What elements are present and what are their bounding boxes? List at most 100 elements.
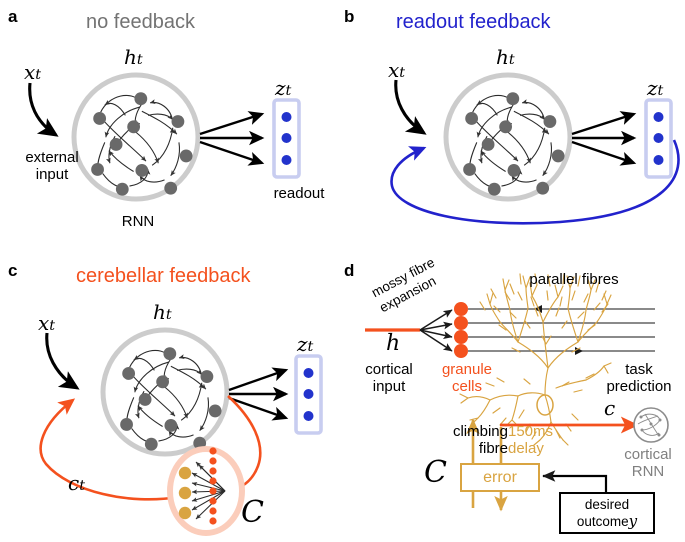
cortical-input-symbol-d: h bbox=[386, 331, 401, 356]
output-label-c: zt bbox=[297, 334, 313, 354]
parallel-fibres-d bbox=[468, 308, 655, 352]
output-label-c-base: z bbox=[297, 332, 308, 356]
external-input-arrow-b bbox=[394, 79, 427, 135]
panel-b-graphics bbox=[390, 72, 680, 225]
panel-letter-b: b bbox=[344, 7, 355, 26]
cerebellar-feedback-label-c-sub: t bbox=[79, 478, 85, 494]
delay-line1-d: 150ms bbox=[508, 423, 554, 440]
rnn-circle-b bbox=[443, 72, 573, 202]
rnn-label-a: RNN bbox=[121, 213, 155, 230]
hidden-label-b: ht bbox=[496, 47, 515, 67]
cortical-rnn-nodes-d bbox=[639, 415, 662, 437]
prediction-symbol-d: c bbox=[604, 396, 616, 420]
desired-line2-text-d: outcome bbox=[576, 514, 629, 530]
input-label-b: xt bbox=[388, 60, 405, 80]
output-label-b-sub: t bbox=[657, 83, 664, 99]
desired-outcome-arrow-d bbox=[542, 470, 608, 495]
cortical-rnn-line1-d: cortical bbox=[624, 446, 672, 463]
output-label-a-sub: t bbox=[285, 83, 292, 99]
output-label-a-base: z bbox=[275, 76, 286, 100]
cerebellum-granule-dots-c bbox=[209, 447, 217, 525]
panel-letter-a: a bbox=[8, 7, 18, 26]
granule-line2-d: cells bbox=[451, 377, 482, 395]
external-input-arrow-c bbox=[45, 332, 80, 390]
desired-line1-d: desired bbox=[584, 497, 630, 513]
hidden-label-b-base: h bbox=[496, 45, 509, 69]
readout-label-a: readout bbox=[273, 185, 325, 202]
readout-dots-b bbox=[653, 112, 664, 165]
error-box-label-d: error bbox=[483, 468, 517, 486]
input-label-a-sub: t bbox=[35, 67, 42, 83]
hidden-label-a-sub: t bbox=[136, 52, 143, 68]
readout-arrows-a bbox=[199, 111, 265, 166]
hidden-label-c: ht bbox=[153, 302, 172, 322]
external-input-line2-a: input bbox=[35, 165, 69, 183]
cortical-input-line1-d: cortical bbox=[365, 361, 413, 378]
granule-line1-d: granule bbox=[441, 361, 493, 378]
cerebellum-symbol-c: C bbox=[241, 495, 264, 530]
cerebellum-purkinje-cells-c bbox=[178, 466, 192, 520]
climbing-fibre-label-d: climbing fibre bbox=[420, 423, 508, 458]
input-label-c-base: x bbox=[38, 311, 50, 335]
hidden-label-b-sub: t bbox=[508, 52, 515, 68]
panel-c-title: cerebellar feedback bbox=[76, 265, 251, 287]
readout-arrows-b bbox=[571, 111, 637, 166]
panel-c-graphics bbox=[39, 327, 323, 536]
cortical-rnn-line2-d: RNN bbox=[631, 462, 665, 480]
panel-a-graphics bbox=[28, 72, 301, 202]
delay-label-d: 150ms delay bbox=[508, 423, 576, 458]
cortical-rnn-internal-d bbox=[637, 413, 661, 437]
output-label-a: zt bbox=[275, 78, 291, 98]
external-input-label-a: external input bbox=[4, 149, 100, 184]
parallel-fibres-label-d: parallel fibres bbox=[529, 271, 619, 288]
hidden-label-c-base: h bbox=[153, 300, 166, 324]
hidden-label-c-sub: t bbox=[165, 307, 172, 323]
input-label-a: xt bbox=[24, 62, 41, 82]
readout-dots-c bbox=[303, 368, 314, 421]
cerebellum-symbol-d: C bbox=[424, 455, 447, 490]
desired-line2-d: outcomey bbox=[577, 513, 637, 530]
task-prediction-line1-d: task bbox=[625, 361, 653, 378]
desired-outcome-box-d: desired outcomey bbox=[559, 492, 655, 534]
input-label-c-sub: t bbox=[49, 318, 56, 334]
panel-letter-d: d bbox=[344, 261, 355, 280]
rnn-circle-c bbox=[100, 327, 230, 457]
hidden-label-a-base: h bbox=[124, 45, 137, 69]
parallel-fibre-synapses-d bbox=[534, 305, 583, 355]
task-prediction-label-d: task prediction bbox=[595, 361, 683, 396]
output-label-c-sub: t bbox=[307, 339, 314, 355]
climbing-fibre-line2-d: fibre bbox=[478, 439, 508, 457]
hidden-label-a: ht bbox=[124, 47, 143, 67]
cortical-input-label-d: cortical input bbox=[350, 361, 428, 396]
panel-letter-c: c bbox=[8, 261, 18, 280]
granule-cells-d bbox=[454, 302, 468, 358]
panel-b-title: readout feedback bbox=[396, 11, 551, 33]
desired-symbol-d: y bbox=[628, 512, 638, 531]
purkinje-cell-d bbox=[459, 273, 612, 446]
input-label-a-base: x bbox=[24, 60, 36, 84]
external-input-line1-a: external bbox=[25, 149, 79, 166]
input-label-b-base: x bbox=[388, 58, 400, 82]
output-label-b: zt bbox=[647, 78, 663, 98]
cortical-rnn-label-d: cortical RNN bbox=[612, 446, 684, 481]
readout-dots-a bbox=[281, 112, 292, 165]
error-box-d: error bbox=[460, 463, 540, 492]
climbing-fibre-line1-d: climbing bbox=[452, 423, 508, 440]
rnn-nodes-a bbox=[91, 92, 193, 196]
rnn-internal-b bbox=[463, 92, 565, 196]
rnn-internal-a bbox=[91, 92, 193, 196]
readout-arrows-c bbox=[228, 367, 289, 421]
cerebellar-feedback-label-c: ct bbox=[68, 473, 85, 493]
readout-feedback-loop-b bbox=[390, 139, 680, 225]
delay-line2-d: delay bbox=[508, 439, 544, 457]
panel-a-title: no feedback bbox=[86, 11, 195, 33]
output-label-b-base: z bbox=[647, 76, 658, 100]
granule-cells-label-d: granule cells bbox=[432, 361, 502, 396]
input-label-c: xt bbox=[38, 313, 55, 333]
mossy-fibre-arrows-d bbox=[419, 309, 453, 352]
cerebellar-feedback-path-c bbox=[39, 398, 179, 501]
task-prediction-line2-d: prediction bbox=[606, 377, 672, 395]
cortical-input-line2-d: input bbox=[372, 377, 406, 395]
